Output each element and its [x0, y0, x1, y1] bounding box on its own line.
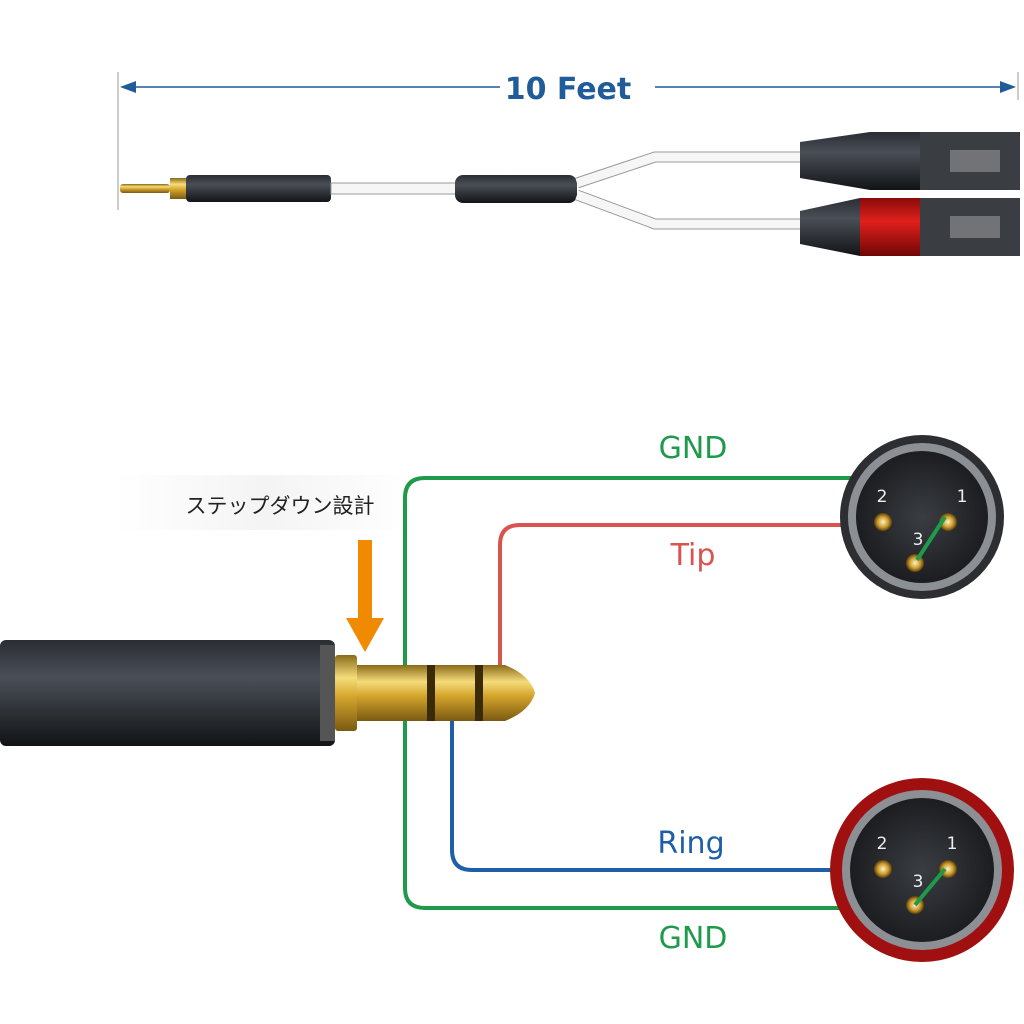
ring-label: Ring [657, 826, 724, 861]
pin-3-label: 3 [913, 530, 924, 550]
arrow-right-icon [1000, 81, 1016, 93]
feature-label: ステップダウン設計 [186, 494, 375, 518]
trs-plug [0, 640, 535, 746]
gnd-top-label: GND [659, 431, 728, 466]
length-dimension: 10 Feet [117, 72, 1019, 210]
xlr-connector-bottom: 2 1 3 [830, 778, 1014, 962]
pin-2-label: 2 [877, 834, 888, 854]
pin-2-label: 2 [877, 487, 888, 507]
tip-label: Tip [670, 538, 716, 573]
length-label: 10 Feet [505, 72, 632, 107]
xlr-connector-top: 2 1 3 [840, 435, 1004, 599]
arrow-left-icon [120, 81, 136, 93]
wiring [403, 476, 947, 910]
gnd-bottom-label: GND [659, 921, 728, 956]
pin-3-label: 3 [913, 872, 924, 892]
cable-product-image [120, 132, 1020, 256]
pin-1-label: 1 [947, 834, 958, 854]
pin-1-label: 1 [957, 487, 968, 507]
down-arrow-icon [346, 540, 384, 652]
